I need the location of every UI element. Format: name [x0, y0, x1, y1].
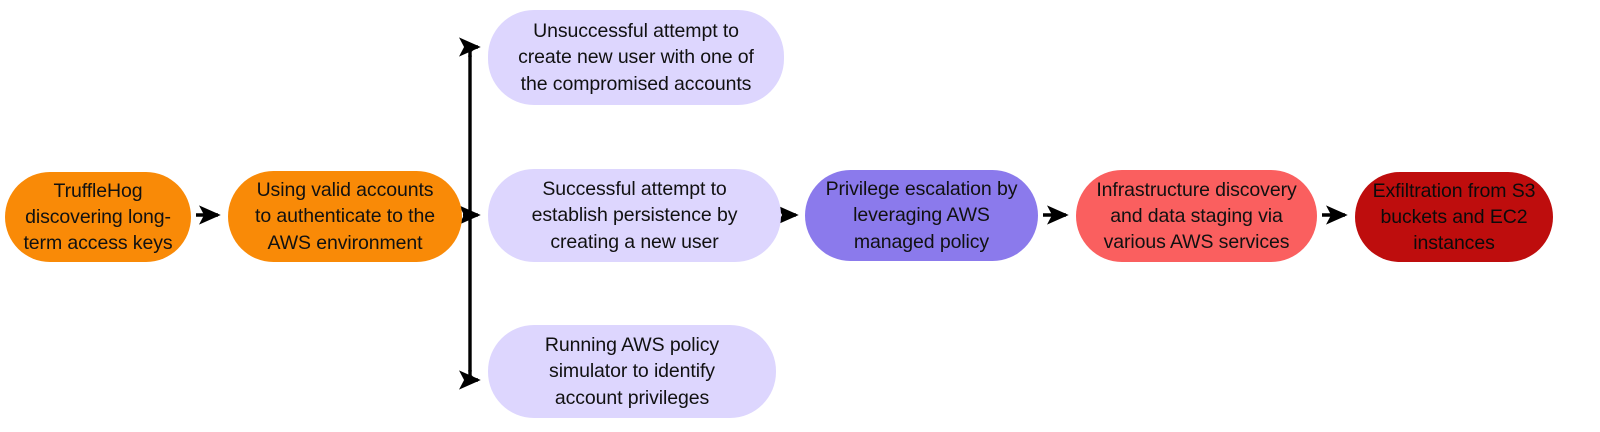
node-policy-simulator-label: Running AWS policy simulator to identify… [544, 334, 720, 409]
node-truffle-hog[interactable]: TruffleHog discovering long- term access… [5, 172, 191, 262]
edge-valid-accounts-to-policy-simulator [458, 370, 481, 390]
edge-branch-trunk [463, 54, 472, 373]
node-valid-accounts-label: Using valid accounts to authenticate to … [255, 179, 435, 254]
node-unsuccessful-create-user[interactable]: Unsuccessful attempt to create new user … [488, 10, 784, 105]
node-privilege-escalation-label: Privilege escalation by leveraging AWS m… [825, 178, 1018, 253]
node-successful-persistence[interactable]: Successful attempt to establish persiste… [488, 169, 781, 262]
node-privilege-escalation[interactable]: Privilege escalation by leveraging AWS m… [805, 170, 1038, 261]
node-infrastructure-discovery[interactable]: Infrastructure discovery and data stagin… [1076, 170, 1317, 262]
edge-valid-accounts-to-unsuccessful-create-user [458, 37, 481, 57]
node-exfiltration[interactable]: Exfiltration from S3 buckets and EC2 ins… [1355, 172, 1553, 262]
node-unsuccessful-create-user-label: Unsuccessful attempt to create new user … [518, 20, 754, 95]
node-infrastructure-discovery-label: Infrastructure discovery and data stagin… [1096, 178, 1297, 254]
node-policy-simulator[interactable]: Running AWS policy simulator to identify… [488, 325, 776, 418]
node-truffle-hog-label: TruffleHog discovering long- term access… [23, 179, 173, 255]
node-successful-persistence-label: Successful attempt to establish persiste… [531, 178, 738, 253]
node-valid-accounts[interactable]: Using valid accounts to authenticate to … [228, 171, 462, 262]
node-exfiltration-label: Exfiltration from S3 buckets and EC2 ins… [1372, 179, 1536, 255]
